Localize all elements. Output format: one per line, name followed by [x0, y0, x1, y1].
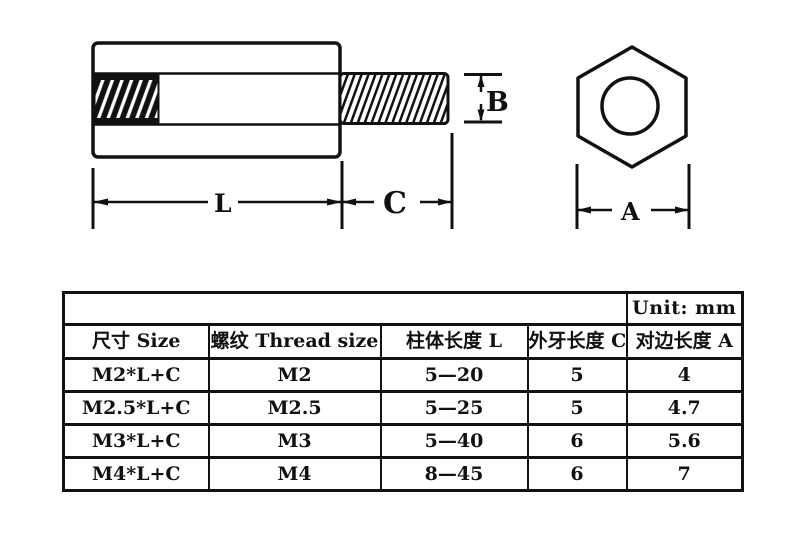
cell-length-l: 5—25	[379, 390, 529, 426]
external-thread-stud	[338, 72, 450, 125]
cell-length-l: 8—45	[379, 456, 529, 492]
cell-across-flats: 5.6	[625, 423, 744, 459]
dim-l-arrow-left	[93, 198, 108, 206]
cell-length-l: 5—40	[379, 423, 529, 459]
dim-b-arrow-up	[477, 75, 485, 87]
dim-b-arrow-down	[477, 109, 485, 122]
hex-end-view	[576, 45, 688, 169]
table-row-m2-5: M2.5*L+C M2.5 5—25 5 4.7	[62, 390, 744, 426]
unit-row-spacer	[62, 291, 628, 326]
cell-size: M4*L+C	[62, 456, 210, 492]
technical-drawing: B L C A	[91, 41, 691, 229]
dimension-l-c: L C	[91, 133, 454, 229]
unit-label: Unit: mm	[625, 291, 744, 326]
cell-length-l: 5—20	[379, 357, 529, 393]
unit-row: Unit: mm	[62, 291, 744, 326]
cell-size: M2.5*L+C	[62, 390, 210, 426]
cell-thread: M2.5	[207, 390, 382, 426]
cell-thread: M3	[207, 423, 382, 459]
col-header-body-length: 柱体长度 L	[379, 323, 529, 360]
cell-thread: M2	[207, 357, 382, 393]
cell-length-c: 5	[526, 390, 628, 426]
internal-thread-hatch	[93, 73, 160, 125]
dim-l-label: L	[214, 189, 232, 218]
cell-across-flats: 4	[625, 357, 744, 393]
spec-table: Unit: mm 尺寸 Size 螺纹 Thread size 柱体长度 L 外…	[62, 291, 744, 492]
dim-a-arrow-right	[675, 206, 689, 214]
cell-across-flats: 7	[625, 456, 744, 492]
header-row: 尺寸 Size 螺纹 Thread size 柱体长度 L 外牙长度 C 对边长…	[62, 323, 744, 360]
standoff-side-view	[91, 41, 450, 159]
table-row-m3: M3*L+C M3 5—40 6 5.6	[62, 423, 744, 459]
col-header-thread-size: 螺纹 Thread size	[207, 323, 382, 360]
cell-length-c: 6	[526, 423, 628, 459]
dim-c-label: C	[383, 186, 407, 221]
dim-c-arrow-left	[342, 198, 356, 206]
cell-thread: M4	[207, 456, 382, 492]
cell-across-flats: 4.7	[625, 390, 744, 426]
dim-b-label: B	[486, 87, 509, 118]
cell-size: M3*L+C	[62, 423, 210, 459]
dim-c-arrow-right	[438, 198, 452, 206]
dim-a-arrow-left	[577, 206, 591, 214]
dim-l-arrow-right	[327, 198, 342, 206]
table-row-m2: M2*L+C M2 5—20 5 4	[62, 357, 744, 393]
col-header-stud-length: 外牙长度 C	[526, 323, 628, 360]
cell-size: M2*L+C	[62, 357, 210, 393]
dimension-b: B	[464, 73, 509, 124]
cell-length-c: 6	[526, 456, 628, 492]
cell-length-c: 5	[526, 357, 628, 393]
dimension-a: A	[575, 164, 691, 229]
col-header-size: 尺寸 Size	[62, 323, 210, 360]
dim-a-label: A	[620, 197, 640, 226]
col-header-across-flats: 对边长度 A	[625, 323, 744, 360]
table-row-m4: M4*L+C M4 8—45 6 7	[62, 456, 744, 492]
bore-circle	[600, 76, 660, 136]
